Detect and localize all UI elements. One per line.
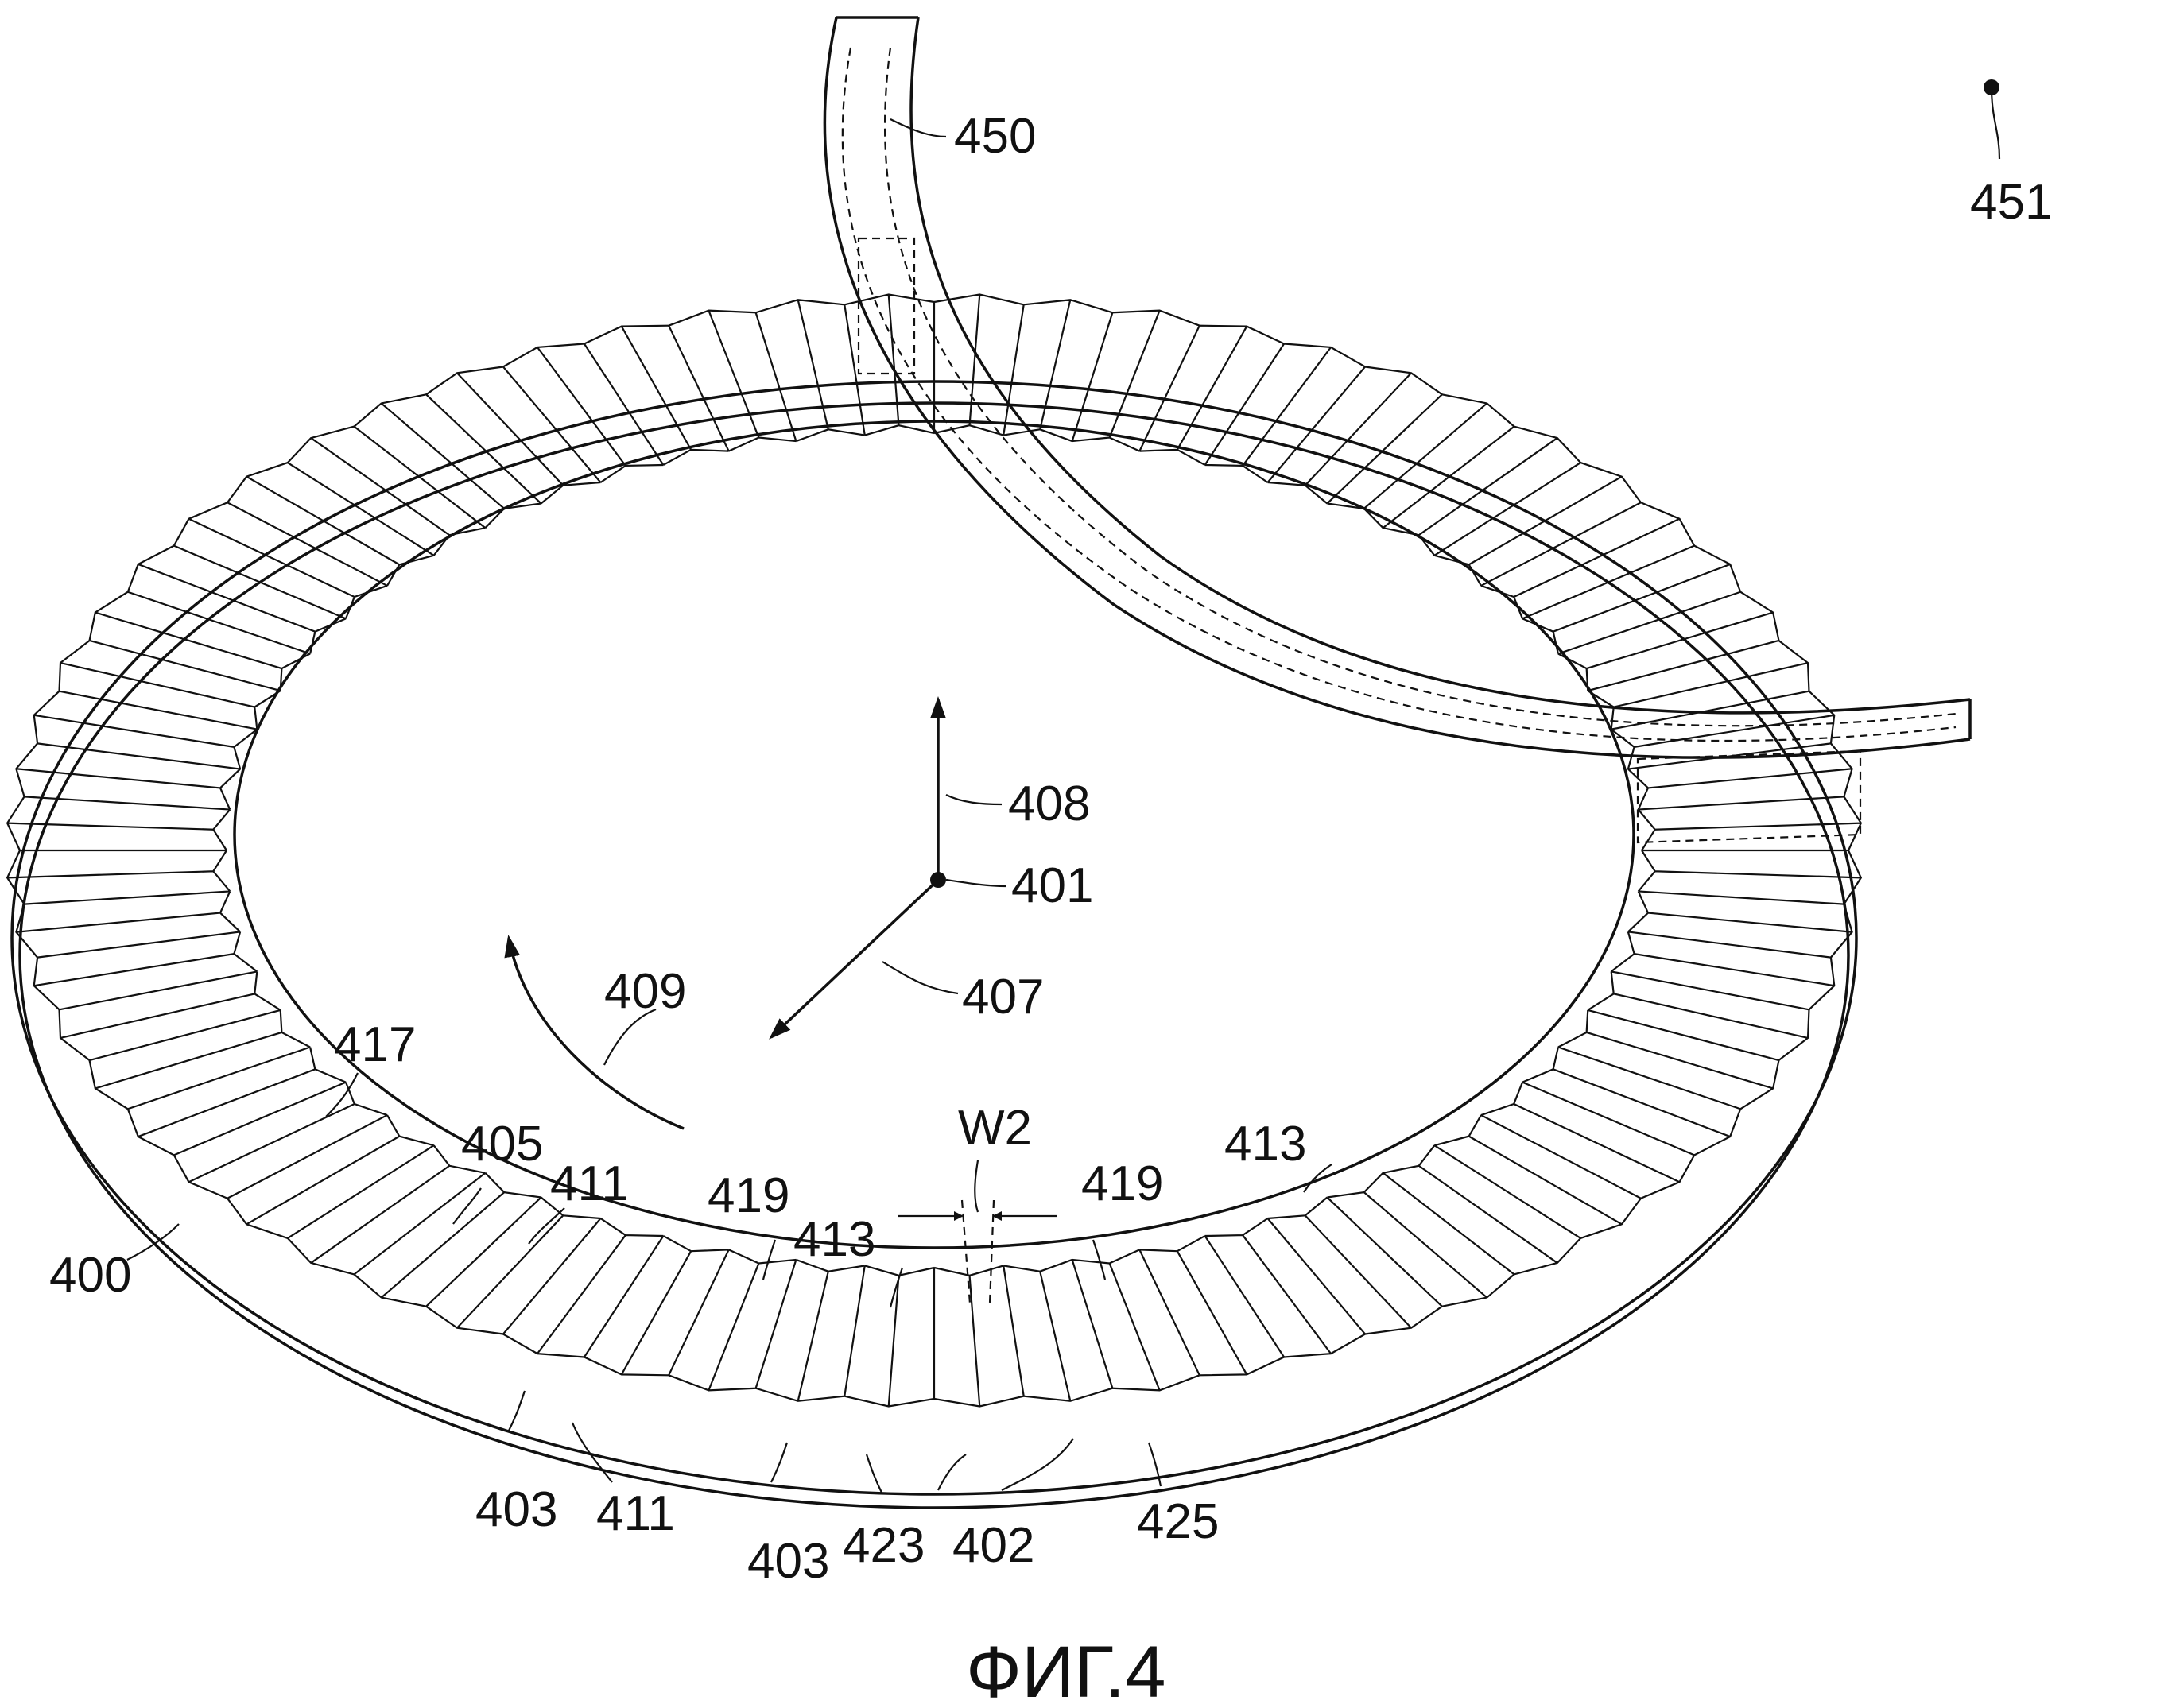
gear-tooth [15, 891, 241, 959]
gear-tooth [1266, 366, 1443, 505]
gear-tooth [1072, 1249, 1200, 1392]
gear-tooth [1557, 1009, 1780, 1110]
gear-tooth [425, 366, 601, 505]
gear-tooth [1627, 742, 1853, 810]
label-w2: W2 [958, 1101, 1032, 1156]
gear-tooth [6, 850, 231, 905]
gear-tooth [844, 293, 935, 436]
curved-bar [823, 16, 1972, 844]
gear-tooth [1587, 970, 1810, 1061]
label-402: 402 [952, 1518, 1034, 1573]
reference-point-451 [1984, 79, 2001, 160]
width-dimension-w2 [898, 1160, 1057, 1304]
gear-tooth [227, 462, 434, 587]
leader-lines [126, 118, 1332, 1495]
gear-tooth [1627, 890, 1853, 959]
gear-tooth [1611, 931, 1836, 1011]
label-411-lower: 411 [596, 1486, 675, 1541]
gear-tooth [1383, 1144, 1581, 1276]
gear-tooth [583, 324, 729, 466]
label-450: 450 [954, 109, 1036, 164]
gear-tooth [287, 1144, 487, 1276]
label-419-right: 419 [1081, 1156, 1163, 1211]
gear-tooth [668, 1249, 797, 1392]
gear-tooth [1522, 1046, 1742, 1156]
gear-ring [6, 293, 1863, 1509]
gear-tooth [1003, 1258, 1114, 1402]
label-408: 408 [1008, 777, 1090, 831]
figure-caption: ФИГ.4 [966, 1632, 1165, 1708]
gear-tooth [1434, 1114, 1642, 1239]
axis-triad [504, 696, 946, 1130]
gear-tooth [1326, 393, 1515, 529]
label-451: 451 [1970, 175, 2052, 230]
gear-tooth [1204, 1218, 1366, 1358]
label-417: 417 [334, 1017, 416, 1072]
gear-tooth [126, 544, 347, 655]
label-401: 401 [1011, 858, 1093, 913]
gear-tooth [353, 393, 541, 529]
gear-tooth [1204, 343, 1366, 483]
gear-tooth [425, 1196, 602, 1335]
gear-tooth [6, 796, 231, 852]
gear-tooth [668, 309, 797, 452]
gear-tooth [1071, 309, 1200, 452]
gear-tooth [353, 1172, 542, 1307]
gear-tooth [1637, 796, 1863, 851]
gear-tooth [173, 1082, 388, 1199]
gear-tooth [58, 971, 281, 1062]
gear-tooth [126, 1047, 347, 1156]
gear-tooth [1637, 849, 1863, 905]
label-411-upper: 411 [550, 1156, 629, 1211]
gear-tooth [1327, 1172, 1515, 1307]
gear-tooth [33, 931, 258, 1011]
gear-tooth [1611, 690, 1836, 769]
label-400: 400 [49, 1248, 131, 1303]
gear-tooth [1522, 544, 1742, 654]
gear-tooth [933, 293, 1024, 436]
gear-tooth [173, 502, 388, 620]
gear-tooth [287, 425, 486, 556]
label-405: 405 [461, 1117, 543, 1172]
gear-tooth [88, 1009, 311, 1110]
gear-tooth [227, 1114, 435, 1239]
axis-arrow-407 [769, 878, 940, 1040]
gear-tooth [1480, 502, 1696, 619]
gear-tooth [1382, 425, 1581, 556]
gear-tooth [33, 690, 258, 770]
gear-tooth [755, 1258, 866, 1402]
label-413-right: 413 [1224, 1117, 1306, 1172]
gear-tooth [15, 742, 241, 811]
label-413-center: 413 [793, 1212, 875, 1267]
gear-tooth [933, 1265, 1025, 1408]
gear-tooth [1003, 299, 1113, 443]
gear-tooth [1139, 1235, 1286, 1377]
gear-tooth [844, 1265, 936, 1408]
gear-tooth [1480, 1081, 1696, 1199]
gear-tooth [1138, 324, 1285, 466]
rotation-arrow-409 [504, 935, 685, 1130]
gear-tooth [88, 591, 311, 692]
gear-tooth [754, 299, 865, 443]
gear-tooth [584, 1235, 730, 1377]
label-419-left: 419 [708, 1168, 789, 1223]
gear-teeth [6, 293, 1863, 1408]
gear-tooth [1267, 1196, 1443, 1335]
label-403-right: 403 [747, 1534, 829, 1589]
gear-tooth [502, 1218, 665, 1358]
label-403-left: 403 [475, 1482, 557, 1537]
reference-labels: 450 451 408 401 407 409 417 405 411 400 … [49, 109, 2052, 1589]
label-425: 425 [1137, 1494, 1219, 1549]
gear-tooth [1433, 462, 1642, 587]
ring-inner-edge [233, 420, 1635, 1249]
gear-tooth [1557, 591, 1780, 691]
gear-tooth [58, 640, 281, 730]
label-423: 423 [843, 1518, 925, 1573]
label-409: 409 [604, 964, 686, 1019]
label-407: 407 [962, 970, 1044, 1024]
gear-tooth [502, 343, 664, 483]
